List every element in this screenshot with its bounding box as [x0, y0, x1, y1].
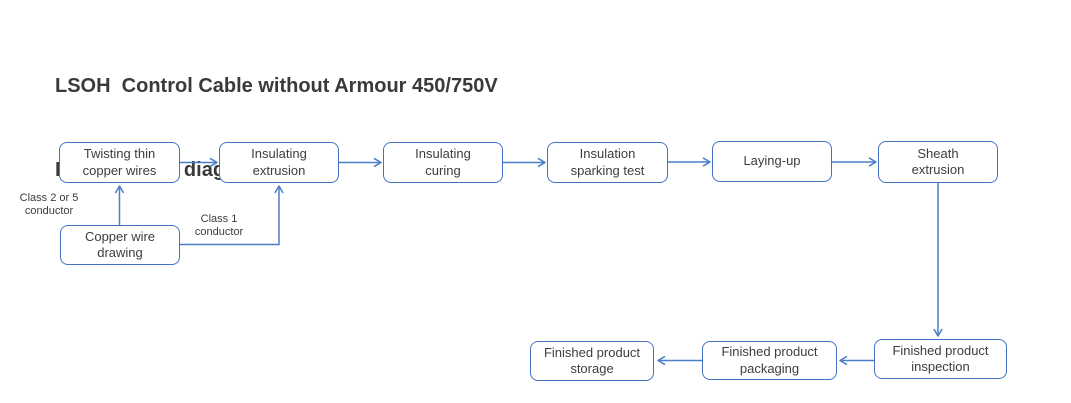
- node-finished-product-storage: Finished product storage: [530, 341, 654, 381]
- node-insulating-curing: Insulating curing: [383, 142, 503, 183]
- node-twisting-thin-copper-wires: Twisting thin copper wires: [59, 142, 180, 183]
- edge-label-class-1-conductor: Class 1 conductor: [194, 213, 244, 238]
- edge-label-class-2-or-5-conductor: Class 2 or 5 conductor: [19, 192, 79, 217]
- page-title-line1: LSOH Control Cable without Armour 450/75…: [55, 75, 498, 97]
- node-finished-product-inspection: Finished product inspection: [874, 339, 1007, 379]
- node-finished-product-packaging: Finished product packaging: [702, 341, 837, 380]
- node-insulating-extrusion: Insulating extrusion: [219, 142, 339, 183]
- node-laying-up: Laying-up: [712, 141, 832, 182]
- arrow-copper-drawing-to-insulating-extrusion: [180, 185, 284, 246]
- node-sheath-extrusion: Sheath extrusion: [878, 141, 998, 183]
- node-copper-wire-drawing: Copper wire drawing: [60, 225, 180, 265]
- node-insulation-sparking-test: Insulation sparking test: [547, 142, 668, 183]
